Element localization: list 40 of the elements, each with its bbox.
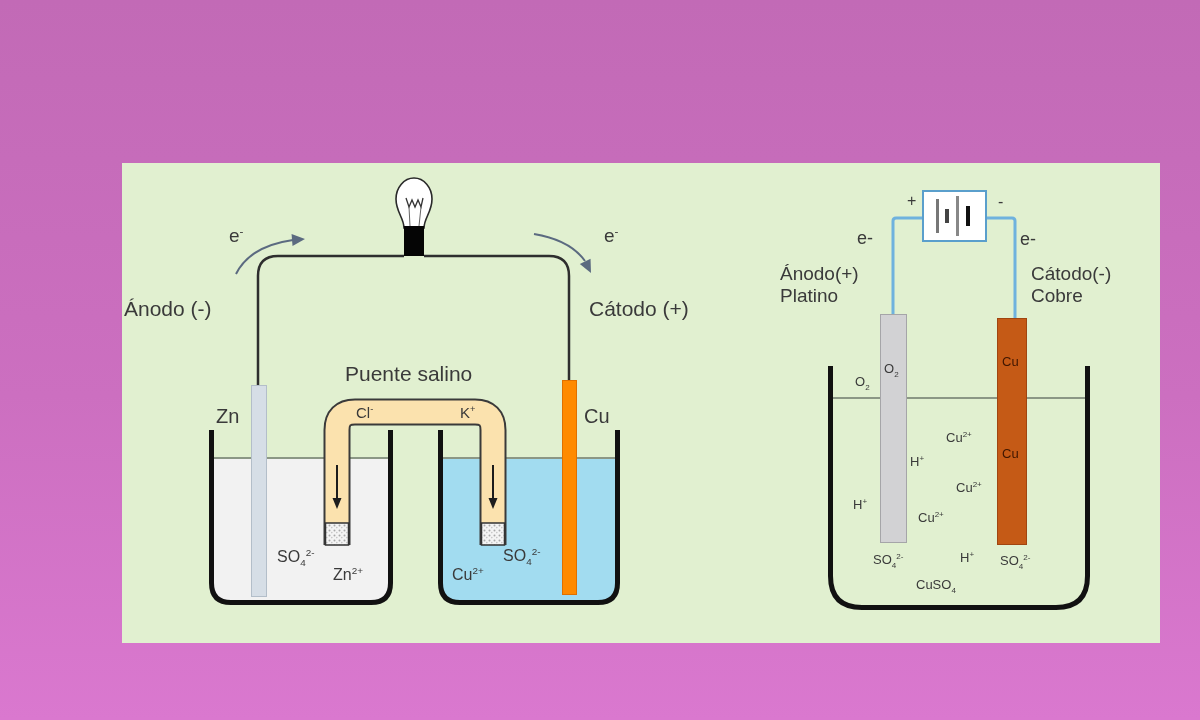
electrode	[562, 380, 577, 595]
electron-label: e-	[1020, 229, 1036, 250]
terminal-sign: -	[998, 193, 1004, 212]
electrode-label: Cátodo(-) Cobre	[1031, 263, 1113, 307]
formula-label: Cu	[1002, 447, 1019, 462]
electrode	[997, 318, 1027, 545]
electrode	[251, 385, 267, 597]
ion-label: K$^{+}$	[460, 404, 476, 422]
ion-label: Cl$^{-}$	[356, 404, 374, 422]
electrode-label: Cátodo (+)	[589, 297, 689, 322]
electron-label: e$^{-}$	[604, 225, 619, 247]
formula-label: H$^{+}$	[960, 551, 975, 566]
beaker	[828, 366, 1090, 610]
formula-label: CuSO$_{4}$	[916, 578, 956, 593]
formula-label: H$^{+}$	[910, 455, 925, 470]
ion-label: Zn$^{2+}$	[333, 566, 363, 585]
formula-label: Cu$^{2+}$	[918, 511, 944, 526]
electron-label: e-	[857, 228, 873, 249]
terminal-sign: +	[907, 192, 917, 211]
wire	[891, 216, 922, 314]
salt-bridge-label: Puente salino	[345, 362, 473, 387]
electrode-label: Ánodo (-)	[124, 297, 212, 322]
light-bulb	[394, 176, 434, 256]
electrode-label: Ánodo(+) Platino	[780, 263, 860, 307]
electron-label: e$^{-}$	[229, 225, 244, 247]
formula-label: Cu	[1002, 355, 1019, 370]
formula-label: O$_{2}$	[884, 362, 899, 377]
wire	[424, 254, 571, 380]
formula-label: Cu$^{2+}$	[946, 431, 972, 446]
electrode	[880, 314, 907, 543]
wire	[987, 216, 1017, 318]
formula-label: O$_{2}$	[855, 375, 870, 390]
formula-label: Cu$^{2+}$	[956, 481, 982, 496]
electrode-label: Cu	[584, 405, 610, 428]
formula-label: H$^{+}$	[853, 498, 868, 513]
ion-label: Cu$^{2+}$	[452, 566, 484, 585]
wire	[256, 254, 404, 385]
battery	[922, 190, 987, 242]
electrode-label: Zn	[216, 405, 240, 428]
salt-bridge	[323, 399, 507, 547]
